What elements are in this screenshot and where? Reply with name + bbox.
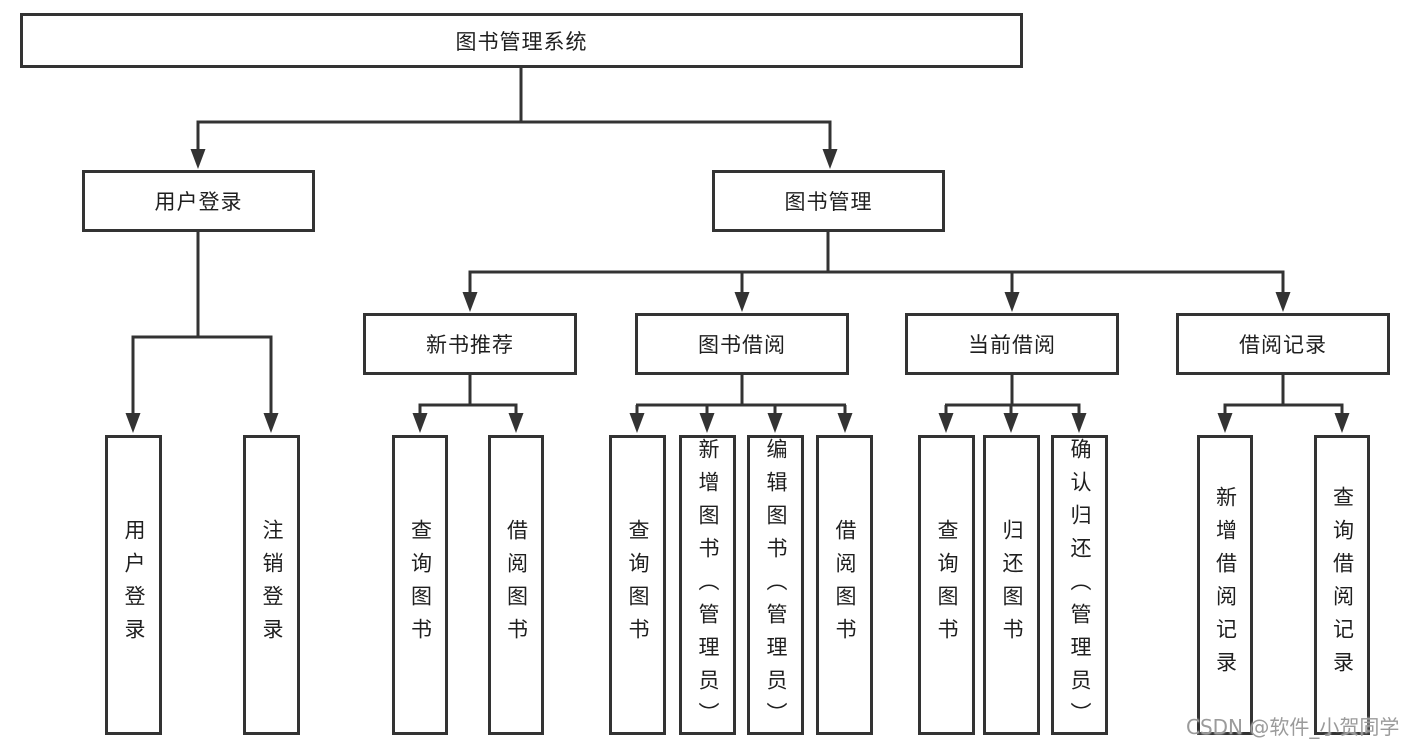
leaf-query-books-current: 查询图书 [918,435,975,735]
leaf-add-borrow-record: 新增借阅记录 [1197,435,1253,735]
node-book-management-label: 图书管理 [784,190,873,214]
leaf-query-books-borrow-label: 查询图书 [626,519,650,651]
leaf-return-books-label: 归还图书 [1000,519,1024,651]
leaf-user-login-label: 用户登录 [122,519,146,651]
leaf-query-books-recommend: 查询图书 [392,435,448,735]
node-borrow-records-label: 借阅记录 [1239,333,1327,357]
leaf-borrow-books: 借阅图书 [816,435,873,735]
leaf-logout: 注销登录 [243,435,300,735]
leaf-return-books: 归还图书 [983,435,1040,735]
node-book-management: 图书管理 [712,170,945,232]
node-new-book-recommend: 新书推荐 [363,313,577,375]
leaf-edit-books-admin-label: 编辑图书（管理员） [764,438,788,735]
node-borrow-records: 借阅记录 [1176,313,1390,375]
leaf-borrow-books-label: 借阅图书 [833,519,857,651]
leaf-query-borrow-record: 查询借阅记录 [1314,435,1370,735]
leaf-query-borrow-record-label: 查询借阅记录 [1330,486,1355,684]
leaf-add-borrow-record-label: 新增借阅记录 [1213,486,1238,684]
leaf-query-books-recommend-label: 查询图书 [408,519,433,651]
leaf-confirm-return-admin: 确认归还（管理员） [1051,435,1108,735]
leaf-logout-label: 注销登录 [260,519,284,651]
watermark: CSDN @软件_小贺同学 [1186,715,1400,739]
leaf-confirm-return-admin-label: 确认归还（管理员） [1068,438,1092,735]
node-root-system: 图书管理系统 [20,13,1023,68]
leaf-query-books-borrow: 查询图书 [609,435,666,735]
node-book-borrow-label: 图书借阅 [698,333,786,357]
leaf-edit-books-admin: 编辑图书（管理员） [747,435,804,735]
leaf-user-login: 用户登录 [105,435,162,735]
node-book-borrow: 图书借阅 [635,313,849,375]
node-root-label: 图书管理系统 [455,29,588,54]
node-user-login: 用户登录 [82,170,315,232]
node-current-borrow-label: 当前借阅 [968,333,1056,357]
leaf-borrow-books-recommend-label: 借阅图书 [504,519,529,651]
node-new-book-recommend-label: 新书推荐 [426,333,514,357]
leaf-add-books-admin: 新增图书（管理员） [679,435,736,735]
leaf-query-books-current-label: 查询图书 [935,519,959,651]
leaf-add-books-admin-label: 新增图书（管理员） [696,438,720,735]
node-current-borrow: 当前借阅 [905,313,1119,375]
arrowhead-icons [125,149,1350,433]
node-user-login-label: 用户登录 [154,190,243,214]
leaf-borrow-books-recommend: 借阅图书 [488,435,544,735]
